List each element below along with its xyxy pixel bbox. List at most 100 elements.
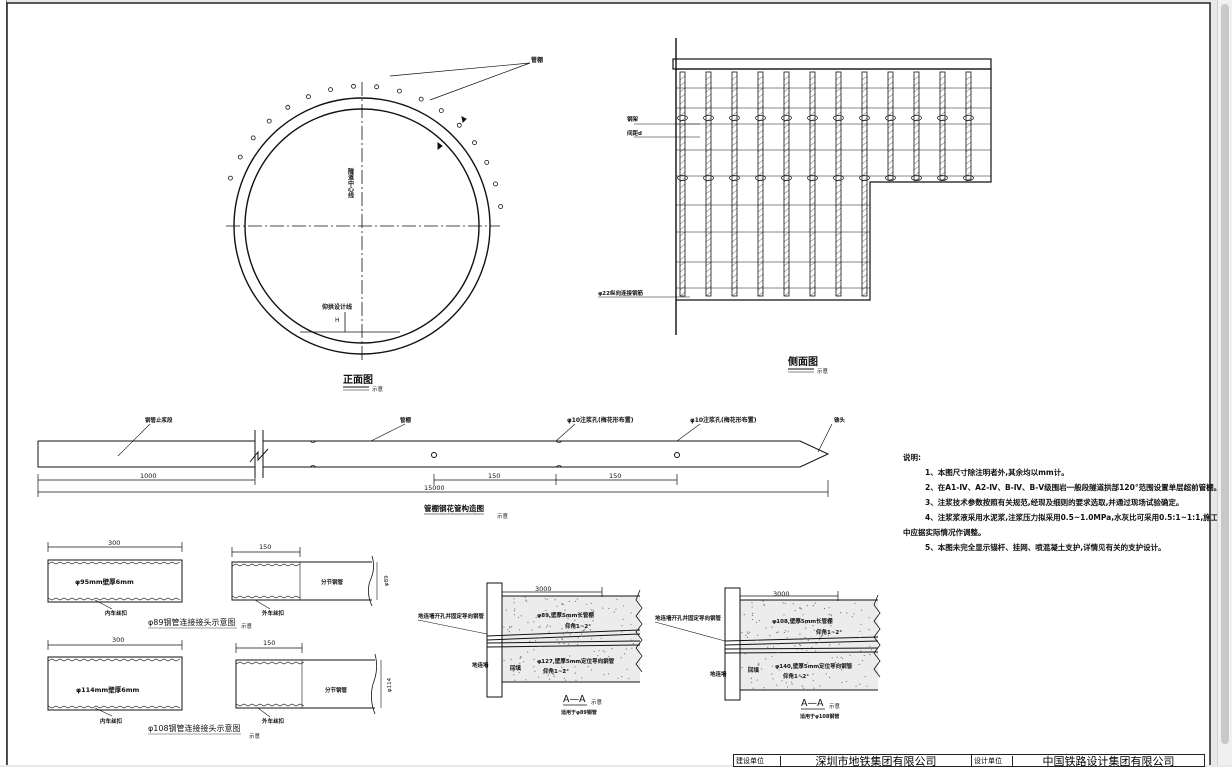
pipe-hole	[418, 96, 424, 102]
j89-label-inner: 内车丝扣	[105, 609, 128, 617]
s1-title: A—A	[563, 694, 586, 705]
notes: 说明: 1、本图尺寸除注明者外,其余均以mm计。 2、在A1-Ⅳ、A2-Ⅳ、B-…	[903, 450, 1225, 555]
s1-label-guide: φ127,壁厚5mm定位导向钢管	[537, 657, 615, 665]
pipe-hole	[493, 181, 498, 187]
side-scale: 示意	[817, 367, 829, 375]
s1-label-fill: 回填	[510, 664, 522, 672]
s2-label-fill: 回填	[748, 666, 760, 674]
pipe-label-tip: 锥头	[834, 416, 846, 424]
s2-label-left: 地连墙开孔并固定导向钢管	[655, 614, 722, 622]
section-aa-108	[654, 587, 881, 701]
pipe-scale: 示意	[497, 512, 509, 520]
pipe-shed-holes	[227, 83, 504, 209]
pipe-structure	[37, 423, 833, 497]
s2-dim-3000: 3000	[773, 590, 790, 598]
j89-pipe-label: φ95mm壁厚6mm	[75, 577, 134, 586]
concrete-dots	[741, 600, 872, 689]
s1-label-left: 地连墙开孔并固定导向钢管	[418, 612, 485, 620]
s2-label-wall: 地连墙	[710, 670, 727, 678]
tb-client: 深圳市地铁集团有限公司	[781, 755, 972, 766]
pipe-hole	[328, 87, 333, 92]
j89-dia: φ89	[384, 575, 390, 586]
pipe-hole	[484, 159, 490, 165]
side-view	[598, 38, 992, 335]
s1-label-pipe: φ89,壁厚5mm长管棚	[537, 611, 594, 619]
front-view	[226, 62, 531, 360]
side-grid	[676, 87, 991, 289]
pipe-label-pipe: 管棚	[400, 416, 412, 424]
notes-heading: 说明:	[903, 453, 921, 462]
side-pipes	[677, 71, 974, 297]
joint-89	[47, 542, 378, 610]
pipe-hole	[456, 122, 462, 128]
j108-dim-300: 300	[112, 636, 124, 644]
s1-label-wall: 地连墙	[472, 661, 489, 669]
pipe-hole	[250, 135, 256, 141]
front-label-pipe-shed: 管棚	[531, 56, 543, 64]
pipe-hole	[472, 140, 477, 146]
front-title: 正面图	[343, 374, 373, 386]
pipe-label-hole1: φ10注浆孔(梅花形布置)	[567, 416, 634, 424]
j89-dim-300: 300	[108, 539, 120, 547]
pipe-hole	[266, 118, 272, 124]
s2-label-slope2: 仰角1~2°	[783, 672, 809, 680]
pipe-hole	[237, 154, 243, 160]
front-label-h: H	[335, 317, 340, 324]
front-label-center-line: 隧道中心线	[347, 167, 354, 199]
pipe-hole	[351, 83, 356, 89]
side-label-rebar: φ22纵向连接钢筋	[598, 289, 643, 297]
j108-pipe-label: φ114mm壁厚6mm	[76, 685, 139, 694]
pipe-dim-150b: 150	[609, 472, 621, 480]
note-5: 5、本图未完全显示锚杆、挂网、喷混凝土支护,详情见有关的支护设计。	[925, 543, 1166, 552]
j108-title: φ108钢管连接接头示意图	[148, 723, 241, 733]
front-label-invert: 仰拱设计线	[322, 303, 352, 311]
j108-label-outer: 外车丝扣	[262, 717, 285, 725]
s2-label-pipe: φ108,壁厚5mm长管棚	[772, 617, 833, 625]
s2-title: A—A	[801, 698, 824, 709]
note-4: 4、注浆浆液采用水泥浆,注浆压力拟采用0.5~1.0MPa,水灰比可采用0.5:…	[925, 513, 1219, 522]
s1-scale: 示意	[591, 698, 603, 706]
s2-scale: 示意	[829, 702, 841, 710]
j108-label-branch: 分节钢管	[325, 686, 348, 694]
s1-label-slope: 仰角1~2°	[565, 622, 591, 630]
section-aa-89	[417, 582, 643, 698]
j89-dim-150: 150	[259, 543, 271, 551]
scrollbar-thumb[interactable]	[1221, 4, 1229, 744]
j89-label-branch: 分节钢管	[321, 578, 344, 586]
s2-subtitle: 适用于φ108钢管	[800, 713, 839, 720]
side-label-steel-arch: 钢架	[627, 115, 639, 123]
title-block: 建设单位 深圳市地铁集团有限公司 设计单位 中国铁路设计集团有限公司	[733, 754, 1205, 767]
tb-designer: 中国铁路设计集团有限公司	[1042, 754, 1175, 767]
pipe-label-hole2: φ10注浆孔(梅花形布置)	[690, 416, 757, 424]
j89-scale: 示意	[241, 622, 253, 630]
note-1: 1、本图尺寸除注明者外,其余均以mm计。	[925, 468, 1069, 477]
pipe-dim-1000: 1000	[140, 472, 157, 480]
note-4b: 中应据实际情况作调整。	[903, 528, 986, 537]
j89-label-outer: 外车丝扣	[262, 609, 285, 617]
pipe-hole	[438, 108, 444, 113]
pipe-hole	[374, 84, 380, 90]
j108-scale: 示意	[249, 732, 261, 740]
pipe-hole	[227, 175, 233, 181]
tb-label-designer: 设计单位	[972, 755, 1013, 766]
j108-label-inner: 内车丝扣	[100, 717, 123, 725]
side-title: 侧面图	[788, 355, 818, 368]
s1-subtitle: 适用于φ89钢管	[561, 709, 597, 716]
s2-label-guide: φ140,壁厚5mm定位导向钢管	[775, 662, 853, 670]
vertical-scrollbar[interactable]	[1217, 0, 1232, 765]
s2-label-slope: 仰角1~2°	[816, 628, 842, 636]
note-3: 3、注浆技术参数按照有关规范,经现及细则的要求选取,并通过现场试验确定。	[925, 498, 1184, 507]
joint-108	[47, 640, 382, 718]
tb-label-client: 建设单位	[734, 755, 781, 766]
pipe-hole	[285, 104, 291, 110]
j108-dia: φ114	[387, 677, 393, 692]
pipe-hole	[305, 94, 311, 100]
side-label-spacing: 间距d	[627, 129, 642, 137]
pipe-hole	[498, 204, 504, 209]
pipe-dim-150a: 150	[488, 472, 500, 480]
pipe-title: 管棚钢花管构造图	[424, 503, 484, 513]
s1-label-slope2: 仰角1~2°	[543, 667, 569, 675]
front-scale: 示意	[372, 385, 384, 393]
note-2: 2、在A1-Ⅳ、A2-Ⅳ、B-Ⅳ、B-Ⅴ级围岩一般段隧道拱部120°范围设置单层…	[925, 483, 1222, 492]
